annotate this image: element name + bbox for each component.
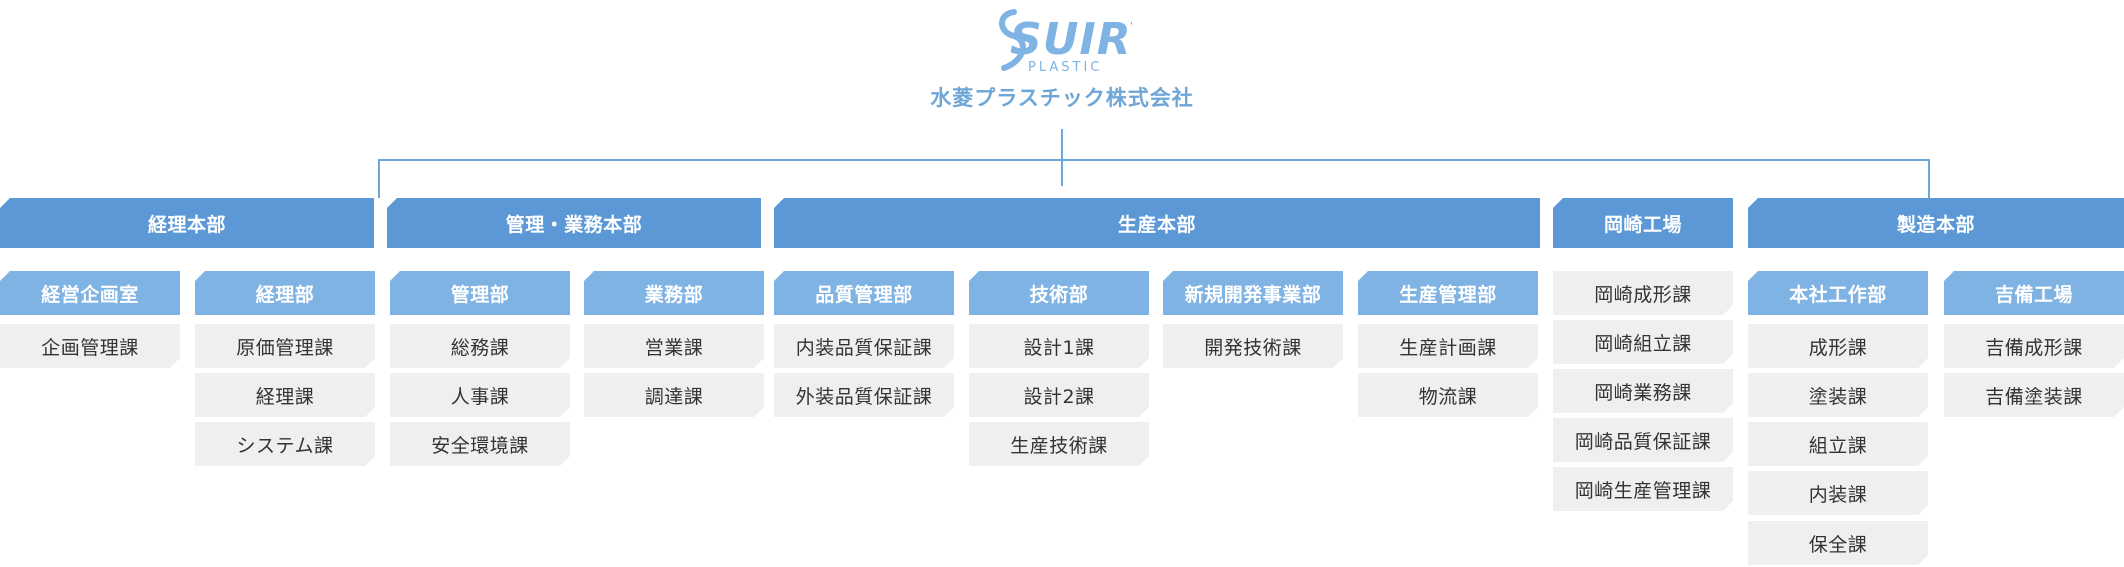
section-sekkei-2: 設計2課 [969, 373, 1149, 417]
company-name: 水菱プラスチック株式会社 [930, 86, 1194, 110]
section-label: 生産技術課 [1010, 434, 1108, 457]
section-seikei: 成形課 [1748, 324, 1928, 368]
section-system: システム課 [195, 422, 375, 466]
section-naiso-hinshitsu: 内装品質保証課 [774, 324, 954, 368]
section-kumitate: 組立課 [1748, 422, 1928, 466]
section-anzen-kankyo: 安全環境課 [390, 422, 570, 466]
section-label: 成形課 [1808, 336, 1868, 359]
section-butsuryu: 物流課 [1358, 373, 1538, 417]
section-label: 営業課 [644, 336, 704, 359]
suiryo-logo: SUIRYO PLASTIC [999, 9, 1132, 75]
dept-label: 管理・業務本部 [505, 213, 643, 236]
company-header: SUIRYO PLASTIC 水菱プラスチック株式会社 [0, 0, 2124, 120]
section-label: システム課 [236, 434, 334, 457]
section-label: 岡崎生産管理課 [1574, 479, 1712, 502]
section-gaiso-hinshitsu: 外装品質保証課 [774, 373, 954, 417]
dept-seisan: 生産本部 [774, 198, 1540, 248]
division-label: 技術部 [1029, 283, 1089, 306]
section-somu: 総務課 [390, 324, 570, 368]
division-keiei-kikaku: 経営企画室 [0, 271, 180, 315]
division-kibi: 吉備工場 [1944, 271, 2124, 315]
section-okazaki-hinshitsu: 岡崎品質保証課 [1553, 418, 1733, 462]
division-shinki-kaihatsu: 新規開発事業部 [1163, 271, 1343, 315]
section-label: 岡崎業務課 [1594, 381, 1692, 404]
section-label: 企画管理課 [41, 336, 139, 359]
logo-text: SUIRYO [1010, 14, 1132, 65]
division-label: 経理部 [255, 283, 315, 306]
dept-keiri: 経理本部 [0, 198, 374, 248]
section-label: 保全課 [1808, 533, 1868, 556]
division-label: 品質管理部 [815, 283, 913, 306]
section-kaihatsu-gijutsu: 開発技術課 [1163, 324, 1343, 368]
division-label: 新規開発事業部 [1184, 283, 1322, 306]
division-label: 生産管理部 [1399, 283, 1497, 306]
section-label: 安全環境課 [431, 434, 529, 457]
division-seisan-kanri: 生産管理部 [1358, 271, 1538, 315]
division-label: 本社工作部 [1789, 283, 1887, 306]
division-label: 管理部 [450, 283, 510, 306]
section-label: 岡崎品質保証課 [1574, 430, 1712, 453]
section-kibi-toso: 吉備塗装課 [1944, 373, 2124, 417]
dept-seizo: 製造本部 [1748, 198, 2124, 248]
division-label: 業務部 [644, 283, 704, 306]
section-label: 岡崎成形課 [1594, 283, 1692, 306]
dept-label: 製造本部 [1896, 213, 1975, 236]
dept-label: 生産本部 [1117, 213, 1196, 236]
section-kibi-seikei: 吉備成形課 [1944, 324, 2124, 368]
section-label: 人事課 [450, 385, 510, 408]
dept-okazaki: 岡崎工場 [1553, 198, 1733, 248]
division-kanri: 管理部 [390, 271, 570, 315]
section-label: 調達課 [644, 385, 704, 408]
section-eigyo: 営業課 [584, 324, 764, 368]
section-hozen: 保全課 [1748, 521, 1928, 565]
division-gijutsu: 技術部 [969, 271, 1149, 315]
dept-label: 経理本部 [147, 213, 226, 236]
section-label: 開発技術課 [1204, 336, 1302, 359]
section-seisan-gijutsu: 生産技術課 [969, 422, 1149, 466]
section-label: 内装品質保証課 [795, 336, 933, 359]
section-chotatsu: 調達課 [584, 373, 764, 417]
section-label: 吉備塗装課 [1985, 385, 2083, 408]
section-label: 組立課 [1808, 434, 1868, 457]
section-label: 外装品質保証課 [795, 385, 933, 408]
section-label: 塗装課 [1808, 385, 1868, 408]
section-label: 設計1課 [1023, 336, 1095, 359]
section-okazaki-seisan-kanri: 岡崎生産管理課 [1553, 467, 1733, 511]
section-okazaki-kumitate: 岡崎組立課 [1553, 320, 1733, 364]
section-jinji: 人事課 [390, 373, 570, 417]
division-keiri: 経理部 [195, 271, 375, 315]
section-seisan-keikaku: 生産計画課 [1358, 324, 1538, 368]
section-okazaki-gyomu: 岡崎業務課 [1553, 369, 1733, 413]
section-genka-kanri: 原価管理課 [195, 324, 375, 368]
division-label: 経営企画室 [41, 283, 139, 306]
logo-subtext: PLASTIC [1028, 60, 1102, 75]
section-label: 経理課 [255, 385, 315, 408]
section-keiri: 経理課 [195, 373, 375, 417]
section-sekkei-1: 設計1課 [969, 324, 1149, 368]
section-label: 物流課 [1418, 385, 1478, 408]
division-gyomu: 業務部 [584, 271, 764, 315]
section-label: 設計2課 [1023, 385, 1095, 408]
division-label: 吉備工場 [1994, 283, 2073, 306]
division-honsha-kosaku: 本社工作部 [1748, 271, 1928, 315]
section-label: 吉備成形課 [1985, 336, 2083, 359]
dept-kanri-gyomu: 管理・業務本部 [387, 198, 761, 248]
section-kikaku-kanri: 企画管理課 [0, 324, 180, 368]
division-hinshitsu: 品質管理部 [774, 271, 954, 315]
section-naiso: 内装課 [1748, 471, 1928, 515]
section-label: 生産計画課 [1399, 336, 1497, 359]
section-okazaki-seikei: 岡崎成形課 [1553, 271, 1733, 315]
section-label: 内装課 [1808, 483, 1868, 506]
section-label: 岡崎組立課 [1594, 332, 1692, 355]
section-label: 原価管理課 [236, 336, 334, 359]
section-label: 総務課 [450, 336, 510, 359]
section-toso: 塗装課 [1748, 373, 1928, 417]
dept-label: 岡崎工場 [1603, 213, 1682, 236]
